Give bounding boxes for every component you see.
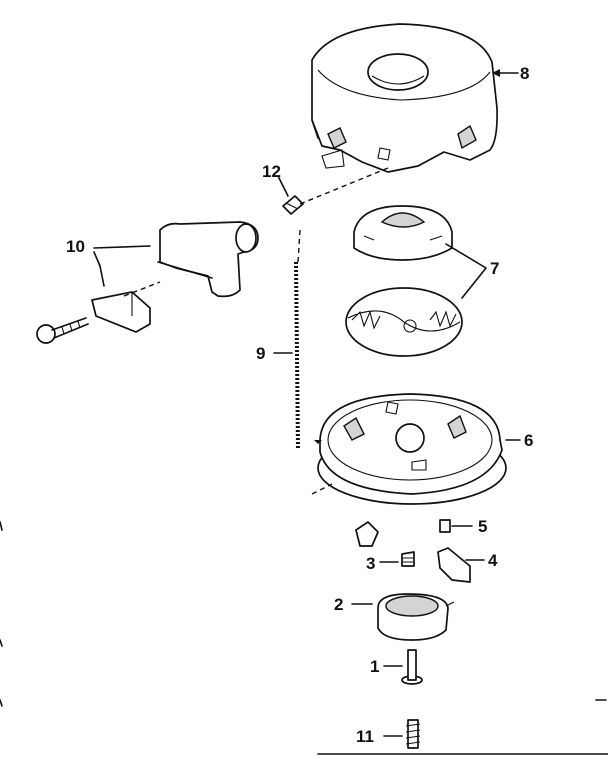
part-11-spring[interactable] <box>405 719 421 749</box>
part-12-bushing[interactable] <box>282 195 304 215</box>
part-10-handle[interactable] <box>157 221 259 298</box>
callout-3: 3 <box>366 554 375 573</box>
part-5-pin[interactable] <box>439 519 451 533</box>
part-4-pawl[interactable] <box>437 547 471 583</box>
callout-11: 11 <box>356 727 374 746</box>
part-10-bracket[interactable] <box>91 281 161 333</box>
callout-10: 10 <box>66 237 85 256</box>
part-7-cap[interactable] <box>353 205 453 261</box>
part-2-retainer[interactable] <box>377 593 455 641</box>
callout-8: 8 <box>520 64 529 83</box>
callout-6: 6 <box>524 431 533 450</box>
part-3-spring[interactable] <box>401 551 415 567</box>
callout-5: 5 <box>478 517 487 536</box>
callout-2: 2 <box>334 595 343 614</box>
part-8-housing[interactable] <box>311 23 498 173</box>
callout-9: 9 <box>256 344 265 363</box>
part-9-rope[interactable] <box>294 261 300 451</box>
part-7-spring-plate[interactable] <box>345 287 463 357</box>
callout-12: 12 <box>262 162 281 181</box>
callout-4: 4 <box>488 551 498 570</box>
callout-7: 7 <box>490 259 499 278</box>
part-3-top-piece[interactable] <box>355 521 379 547</box>
part-6-pulley[interactable] <box>317 393 507 505</box>
callout-1: 1 <box>370 657 379 676</box>
part-10-screw[interactable] <box>36 317 89 344</box>
part-1-screw[interactable] <box>401 649 423 685</box>
